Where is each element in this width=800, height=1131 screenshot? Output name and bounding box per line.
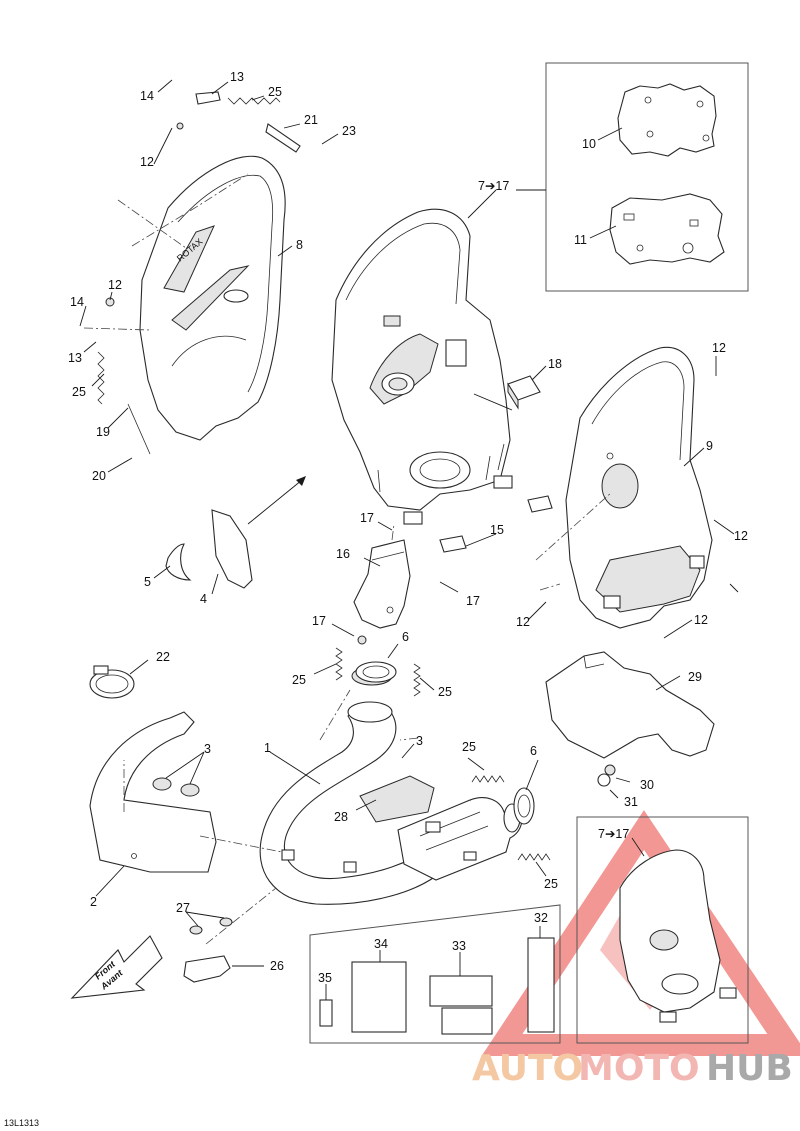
inset-box-gaskets [545,62,749,292]
inset-muffler-variant [619,849,737,1023]
callout-4: 4 [200,592,207,606]
clip-15a [439,535,467,553]
grommet-18 [507,375,541,410]
callout-27: 27 [176,901,190,915]
clip-15b [527,495,553,513]
callout-13b: 13 [68,351,82,365]
callout-26: 26 [270,959,284,973]
callout-1: 1 [264,741,271,755]
callout-6a: 6 [402,630,409,644]
heat-guard-2 [89,711,217,873]
label-33-top [429,975,493,1007]
callout-19: 19 [96,425,110,439]
callout-13a: 13 [230,70,244,84]
deflector-5 [165,543,192,581]
callout-34: 34 [374,937,388,951]
callout-33: 33 [452,939,466,953]
callout-30: 30 [640,778,654,792]
callout-12a: 12 [140,155,154,169]
label-35 [319,999,333,1027]
leader-lines [79,79,739,1000]
callout-32: 32 [534,911,548,925]
callout-12e: 12 [694,613,708,627]
springs-left [97,91,301,455]
callout-6b: 6 [530,744,537,758]
callout-17c: 17 [312,614,326,628]
label-34 [351,961,407,1033]
spring-25d [413,663,421,697]
callout-2: 2 [90,895,97,909]
callout-17b: 17 [466,594,480,608]
figure-code: 13L1313 [4,1118,39,1128]
watermark-moto: MOTO [578,1048,700,1089]
callout-11: 11 [574,233,587,247]
watermark-auto: AUTO [472,1048,583,1089]
callout-25c: 25 [292,673,306,687]
callout-7-17-inset: 7➔17 [598,827,629,841]
callout-20: 20 [92,469,106,483]
label-32 [527,937,555,1033]
callout-12b: 12 [108,278,122,292]
callout-22: 22 [156,650,170,664]
inset-box-labels [309,904,561,1044]
callout-28: 28 [334,810,348,824]
heat-shield-8: ROTAX [139,155,286,441]
heat-deflector-4 [211,509,253,589]
watermark-hub: HUB [706,1048,793,1089]
callout-17a: 17 [360,511,374,525]
callout-29: 29 [688,670,702,684]
callout-10: 10 [582,137,596,151]
callout-25b: 25 [72,385,86,399]
callout-12f: 12 [516,615,530,629]
callout-25d: 25 [438,685,452,699]
bracket-16 [353,539,411,645]
callout-labels: 14 13 25 21 23 12 8 12 14 13 25 19 20 10… [68,70,748,985]
callout-23: 23 [342,124,356,138]
bracket-26 [183,917,233,983]
gasket-11 [609,193,725,265]
callout-15: 15 [490,523,504,537]
callout-5: 5 [144,575,151,589]
callout-18: 18 [548,357,562,371]
label-33-bottom [441,1007,493,1035]
clamp-22 [89,665,135,699]
seal-ring-6a [355,661,397,683]
callout-8: 8 [296,238,303,252]
watermark-text: AUTO MOTO HUB [472,1048,793,1089]
callout-3a: 3 [204,742,211,756]
callout-35: 35 [318,971,332,985]
callout-16: 16 [336,547,350,561]
callout-14a: 14 [140,89,154,103]
heat-shield-9 [565,346,713,629]
spring-25f [517,853,551,861]
callout-14b: 14 [70,295,84,309]
callout-9: 9 [706,439,713,453]
gasket-10 [617,83,717,157]
callout-25e: 25 [462,740,476,754]
inset-box-muffler-variant [576,816,749,1044]
spring-25e [471,775,505,783]
seal-ring-6b [513,787,535,825]
callout-7-17-main: 7➔17 [478,179,509,193]
callout-12c: 12 [712,341,726,355]
bracket-29 [545,651,715,787]
callout-12d: 12 [734,529,748,543]
muffler-assembly-7-17 [331,208,513,525]
callout-25f: 25 [544,877,558,891]
front-direction-arrow: Front Avant [70,935,163,999]
callout-25a: 25 [268,85,282,99]
callout-21: 21 [304,113,318,127]
callout-31: 31 [624,795,638,809]
callout-3b: 3 [416,734,423,748]
spring-25c [335,647,343,681]
catalyst-pipe [359,775,523,881]
